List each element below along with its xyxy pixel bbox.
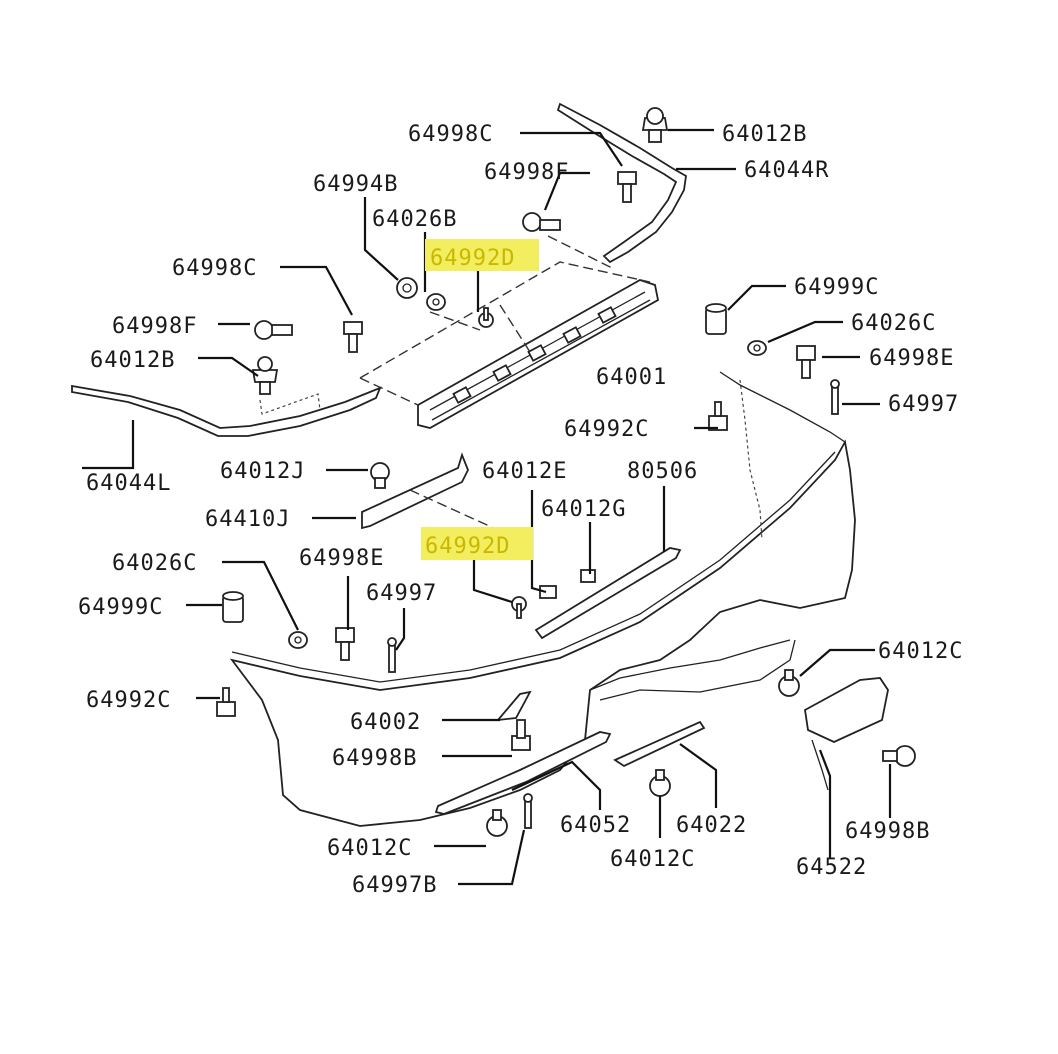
label-64998B-mid[interactable]: 64998B bbox=[332, 746, 417, 771]
label-64026B[interactable]: 64026B bbox=[372, 207, 457, 232]
label-64997-left[interactable]: 64997 bbox=[366, 581, 437, 606]
label-64044R[interactable]: 64044R bbox=[744, 158, 829, 183]
label-64002[interactable]: 64002 bbox=[350, 710, 421, 735]
label-64012B-left[interactable]: 64012B bbox=[90, 348, 175, 373]
reinforcement-64052 bbox=[434, 731, 612, 815]
label-64999C-left[interactable]: 64999C bbox=[78, 595, 163, 620]
side-rail-64044R bbox=[556, 102, 687, 264]
label-80506[interactable]: 80506 bbox=[627, 459, 698, 484]
label-64044L[interactable]: 64044L bbox=[86, 471, 171, 496]
label-64998E-right[interactable]: 64998E bbox=[869, 346, 954, 371]
highlight-64992D-top bbox=[425, 239, 539, 271]
label-64999C-right[interactable]: 64999C bbox=[794, 275, 879, 300]
label-64012C-right[interactable]: 64012C bbox=[878, 639, 963, 664]
label-64012J[interactable]: 64012J bbox=[220, 459, 305, 484]
strip-80506 bbox=[534, 547, 682, 640]
label-64994B[interactable]: 64994B bbox=[313, 172, 398, 197]
highlight-64992D-mid bbox=[421, 527, 533, 560]
bracket-64002 bbox=[495, 690, 532, 722]
label-64992C-left[interactable]: 64992C bbox=[86, 688, 171, 713]
label-64992C-mid[interactable]: 64992C bbox=[564, 417, 649, 442]
bracket-64410J bbox=[361, 452, 521, 541]
label-64992D-top[interactable]: 64992D bbox=[430, 246, 515, 271]
label-64026C-left[interactable]: 64026C bbox=[112, 551, 197, 576]
label-64997B[interactable]: 64997B bbox=[352, 873, 437, 898]
bracket-64522 bbox=[804, 677, 889, 791]
label-64998F-left[interactable]: 64998F bbox=[112, 314, 197, 339]
label-64998C-top[interactable]: 64998C bbox=[408, 122, 493, 147]
label-64997-right[interactable]: 64997 bbox=[888, 392, 959, 417]
part-labels: 64998C 64012B 64044R 64994B 64998F 64026… bbox=[78, 122, 963, 898]
leader-lines bbox=[82, 128, 892, 886]
label-64052[interactable]: 64052 bbox=[560, 813, 631, 838]
label-64410J[interactable]: 64410J bbox=[205, 507, 290, 532]
label-64026C-right[interactable]: 64026C bbox=[851, 311, 936, 336]
label-64012C-bottom[interactable]: 64012C bbox=[327, 836, 412, 861]
label-64998E-left[interactable]: 64998E bbox=[299, 546, 384, 571]
label-64992D-mid[interactable]: 64992D bbox=[425, 534, 510, 559]
label-64998B-right[interactable]: 64998B bbox=[845, 819, 930, 844]
label-64998F-top[interactable]: 64998F bbox=[484, 160, 569, 185]
label-64522[interactable]: 64522 bbox=[796, 855, 867, 880]
label-64998C-left[interactable]: 64998C bbox=[172, 256, 257, 281]
fasteners bbox=[216, 107, 916, 837]
bracket-64022 bbox=[613, 720, 706, 768]
label-64012C-center[interactable]: 64012C bbox=[610, 847, 695, 872]
label-64012B-top[interactable]: 64012B bbox=[722, 122, 807, 147]
bumper-cover bbox=[229, 371, 856, 827]
side-rail-64044L bbox=[71, 384, 382, 437]
label-64001[interactable]: 64001 bbox=[596, 365, 667, 390]
label-64022[interactable]: 64022 bbox=[676, 813, 747, 838]
bracket-64001 bbox=[417, 279, 660, 429]
label-64012E[interactable]: 64012E bbox=[482, 459, 567, 484]
label-64012G[interactable]: 64012G bbox=[541, 497, 626, 522]
